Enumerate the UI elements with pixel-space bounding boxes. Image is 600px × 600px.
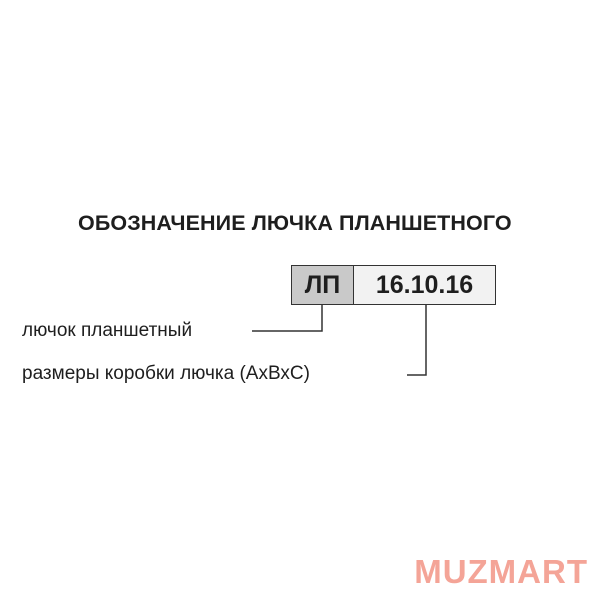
code-type-box: ЛП <box>291 265 354 305</box>
diagram-title: ОБОЗНАЧЕНИЕ ЛЮЧКА ПЛАНШЕТНОГО <box>78 211 512 235</box>
code-size-box: 16.10.16 <box>353 265 496 305</box>
leader-line-size <box>407 305 427 376</box>
legend-label-size: размеры коробки лючка (АхВхС) <box>22 363 310 384</box>
leader-line-type <box>252 305 323 332</box>
legend-label-type: лючок планшетный <box>22 320 193 341</box>
brand-logo: MUZMART <box>414 553 588 590</box>
